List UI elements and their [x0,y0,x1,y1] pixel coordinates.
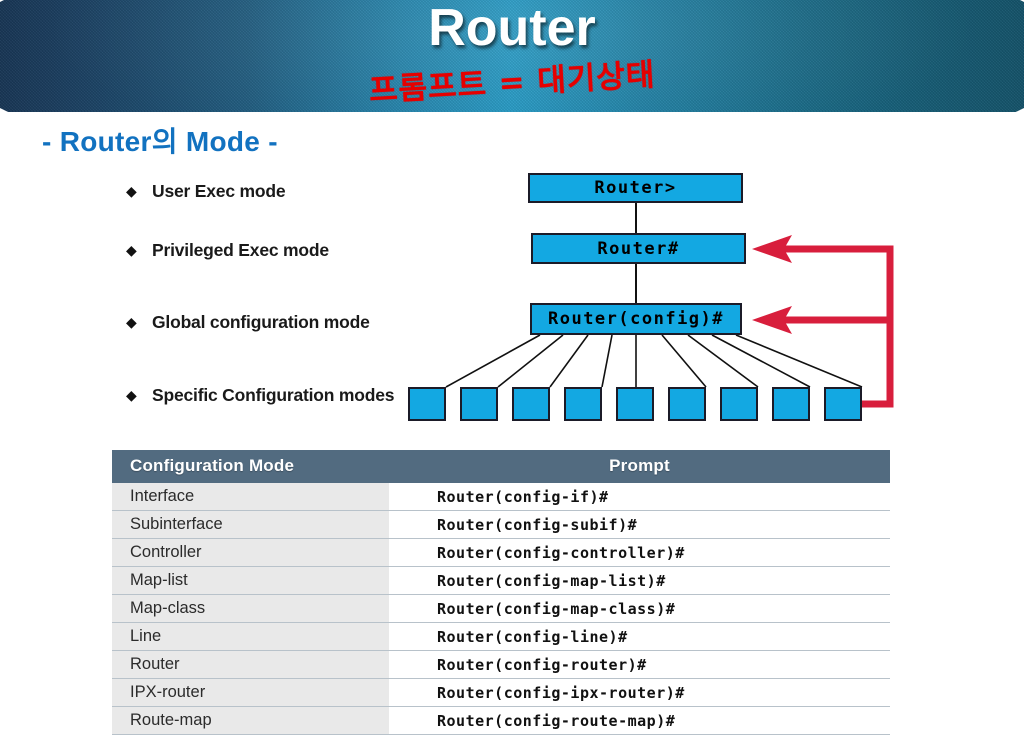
cell-mode: Route-map [112,706,389,735]
table-row: Subinterface Router(config-subif)# [112,510,890,539]
diamond-bullet-icon: ◆ [126,183,137,199]
diagram-node-user-exec: Router> [528,173,743,203]
table-row: Route-map Router(config-route-map)# [112,706,890,735]
cell-mode: Map-list [112,566,389,595]
header-banner: Router 프롬프트 = 대기상태 [0,0,1024,112]
diamond-bullet-icon: ◆ [126,314,137,330]
diagram-leaf-node [564,387,602,421]
list-item-label: Global configuration mode [152,312,370,332]
list-item-label: User Exec mode [152,181,286,201]
banner-gradient-background [0,0,1024,112]
cell-prompt: Router(config-map-list)# [389,566,890,595]
cell-prompt: Router(config-if)# [389,483,890,511]
table-row: Interface Router(config-if)# [112,483,890,511]
table-row: Map-class Router(config-map-class)# [112,594,890,623]
list-item: ◆ Privileged Exec mode [126,239,329,262]
diagram-leaf-node [720,387,758,421]
cell-mode: Line [112,622,389,651]
table-row: Router Router(config-router)# [112,650,890,679]
configuration-mode-prompt-table: Configuration Mode Prompt Interface Rout… [112,450,890,735]
cell-prompt: Router(config-router)# [389,650,890,679]
section-subtitle: - Router의 Mode - [42,126,278,157]
column-header-configuration-mode: Configuration Mode [112,450,389,483]
diagram-leaf-node [460,387,498,421]
cell-prompt: Router(config-line)# [389,622,890,651]
table-row: IPX-router Router(config-ipx-router)# [112,678,890,707]
diagram-leaf-node [772,387,810,421]
cell-mode: IPX-router [112,678,389,707]
cell-prompt: Router(config-route-map)# [389,706,890,735]
arrow-head-icon [752,235,792,263]
page-title: Router [428,0,596,57]
list-item: ◆ Specific Configuration modes [126,384,416,407]
table-row: Controller Router(config-controller)# [112,538,890,567]
diagram-leaf-node [668,387,706,421]
cell-prompt: Router(config-subif)# [389,510,890,539]
table-row: Map-list Router(config-map-list)# [112,566,890,595]
diagram-leaf-node [616,387,654,421]
list-item: ◆ Global configuration mode [126,311,370,334]
cell-mode: Router [112,650,389,679]
diamond-bullet-icon: ◆ [126,387,137,403]
list-item-label: Specific Configuration modes [152,385,395,405]
diagram-node-privileged-exec: Router# [531,233,746,264]
arrow-head-icon [752,306,792,334]
cell-mode: Subinterface [112,510,389,539]
cell-mode: Map-class [112,594,389,623]
cell-prompt: Router(config-controller)# [389,538,890,567]
table-header-row: Configuration Mode Prompt [112,450,890,483]
diagram-leaf-node [408,387,446,421]
diagram-leaf-node [512,387,550,421]
diagram-node-global-config: Router(config)# [530,303,742,335]
list-item-label: Privileged Exec mode [152,240,329,260]
list-item: ◆ User Exec mode [126,180,286,203]
diamond-bullet-icon: ◆ [126,242,137,258]
diagram-leaf-node [824,387,862,421]
table-row: Line Router(config-line)# [112,622,890,651]
cell-prompt: Router(config-ipx-router)# [389,678,890,707]
cell-mode: Interface [112,483,389,511]
router-mode-hierarchy-diagram: Router> Router# Router(config)# [400,165,900,430]
cell-mode: Controller [112,538,389,567]
column-header-prompt: Prompt [389,450,890,483]
cell-prompt: Router(config-map-class)# [389,594,890,623]
